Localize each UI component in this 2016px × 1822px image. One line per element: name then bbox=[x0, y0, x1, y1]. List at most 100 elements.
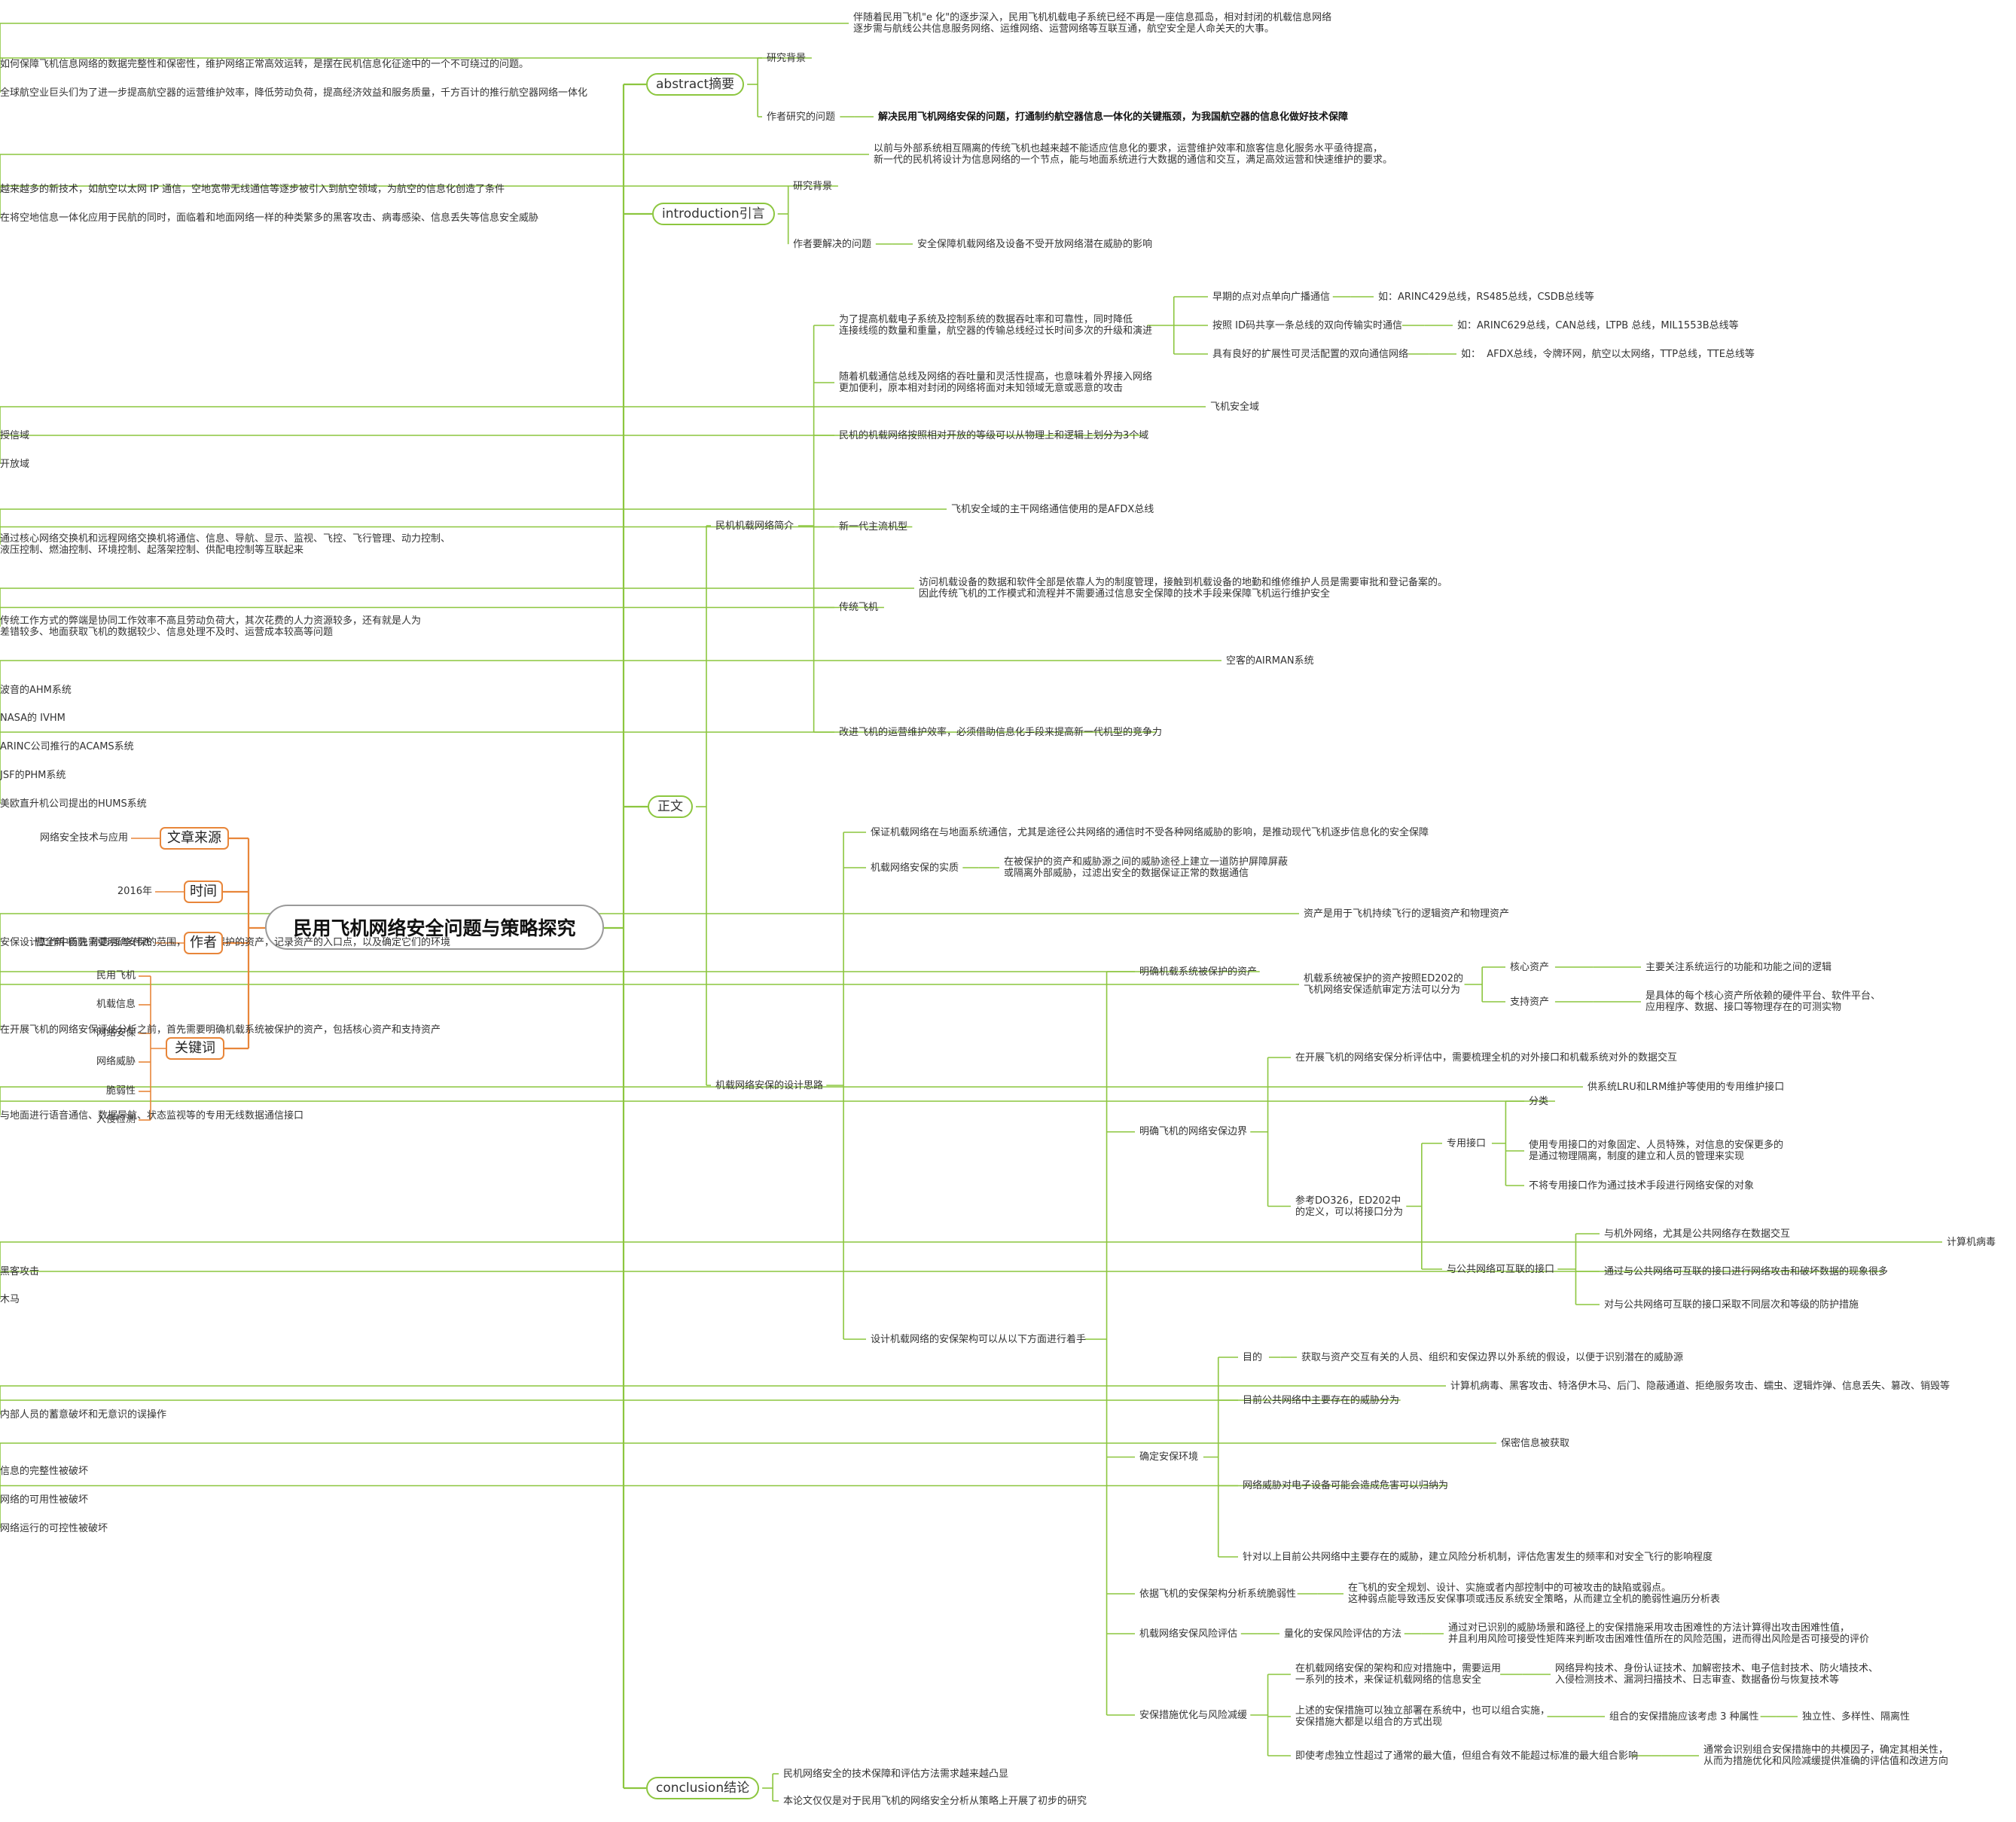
topic-node[interactable]: 针对以上目前公共网络中主要存在的威胁，建立风险分析机制，评估危害发生的频率和对安… bbox=[1243, 1551, 1713, 1563]
topic-node[interactable]: 越来越多的新技术，如航空以太网 IP 通信，空地宽带无线通信等逐步被引入到航空领… bbox=[0, 183, 505, 195]
topic-node[interactable]: 计算机病毒 bbox=[1947, 1236, 1996, 1248]
topic-node[interactable]: 研究背景 bbox=[793, 180, 833, 192]
topic-node[interactable]: 上述的安保措施可以独立部署在系统中，也可以组合实施， 安保措施大都是以组合的方式… bbox=[1295, 1705, 1551, 1728]
topic-node[interactable]: 作者研究的问题 bbox=[767, 111, 836, 123]
metadata-branch[interactable]: 时间 bbox=[184, 880, 223, 903]
topic-node[interactable]: 独立性、多样性、隔离性 bbox=[1802, 1711, 1911, 1723]
metadata-branch[interactable]: 文章来源 bbox=[160, 827, 229, 850]
topic-node[interactable]: 在开展飞机的网络安保评估分析之前，首先需要明确机载系统被保护的资产，包括核心资产… bbox=[0, 1024, 441, 1036]
topic-node[interactable]: 网络威胁对电子设备可能会造成危害可以归纳为 bbox=[1243, 1480, 1449, 1491]
topic-node[interactable]: 通常会识别组合安保措施中的共模因子，确定其相关性， 从而为措施优化和风险减缓提供… bbox=[1703, 1744, 1949, 1767]
topic-node[interactable]: 机载系统被保护的资产按照ED202的 飞机网络安保适航审定方法可以分为 bbox=[1304, 973, 1464, 996]
topic-node[interactable]: 空客的AIRMAN系统 bbox=[1226, 655, 1314, 667]
topic-node[interactable]: 网络的可用性被破坏 bbox=[0, 1494, 89, 1506]
main-branch[interactable]: introduction引言 bbox=[652, 203, 775, 225]
topic-node[interactable]: 按照 ID码共享一条总线的双向传输实时通信 bbox=[1212, 319, 1402, 331]
topic-node[interactable]: 与机外网络，尤其是公共网络存在数据交互 bbox=[1604, 1228, 1791, 1240]
topic-node[interactable]: 确定安保环境 bbox=[1139, 1451, 1199, 1463]
root-topic[interactable]: 民用飞机网络安全问题与策略探究 bbox=[265, 905, 604, 950]
topic-node[interactable]: 在被保护的资产和威胁源之间的威胁途径上建立一道防护屏障屏蔽 或隔离外部威胁，过滤… bbox=[1004, 856, 1289, 879]
main-branch[interactable]: 正文 bbox=[648, 795, 693, 818]
topic-node[interactable]: 民机的机载网络按照相对开放的等级可以从物理上和逻辑上划分为3个域 bbox=[839, 429, 1149, 441]
topic-node[interactable]: 如：ARINC429总线，RS485总线，CSDB总线等 bbox=[1378, 291, 1594, 303]
topic-node[interactable]: 通过对已识别的威胁场景和路径上的安保措施采用攻击困难性的方法计算得出攻击困难性值… bbox=[1448, 1622, 1870, 1645]
topic-node[interactable]: 木马 bbox=[0, 1293, 20, 1305]
topic-node[interactable]: 量化的安保风险评估的方法 bbox=[1284, 1628, 1402, 1640]
topic-node[interactable]: 支持资产 bbox=[1510, 996, 1550, 1008]
topic-node[interactable]: 参考DO326，ED202中 的定义，可以将接口分为 bbox=[1295, 1195, 1404, 1218]
topic-node[interactable]: 美欧直升机公司提出的HUMS系统 bbox=[0, 798, 147, 810]
topic-node[interactable]: 明确飞机的网络安保边界 bbox=[1139, 1126, 1248, 1138]
topic-node[interactable]: 与地面进行语音通信、数据导航、状态监视等的专用无线数据通信接口 bbox=[0, 1109, 304, 1122]
topic-node[interactable]: 安全保障机载网络及设备不受开放网络潜在威胁的影响 bbox=[917, 238, 1153, 250]
topic-node[interactable]: 如何保障飞机信息网络的数据完整性和保密性，维护网络正常高效运转，是摆在民机信息化… bbox=[0, 58, 529, 70]
topic-node[interactable]: 专用接口 bbox=[1447, 1137, 1487, 1149]
topic-node[interactable]: 具有良好的扩展性可灵活配置的双向通信网络 bbox=[1212, 348, 1409, 360]
topic-node[interactable]: 改进飞机的运营维护效率，必须借助信息化手段来提高新一代机型的竞争力 bbox=[839, 726, 1163, 738]
topic-node[interactable]: 即使考虑独立性超过了通常的最大值，但组合有效不能超过标准的最大组合影响 bbox=[1295, 1750, 1639, 1762]
main-branch[interactable]: conclusion结论 bbox=[646, 1777, 760, 1799]
topic-node[interactable]: 目前公共网络中主要存在的威胁分为 bbox=[1243, 1394, 1400, 1406]
topic-node[interactable]: 民机网络安全的技术保障和评估方法需求越来越凸显 bbox=[783, 1768, 1009, 1780]
topic-node[interactable]: 机载网络安保的设计思路 bbox=[715, 1079, 824, 1091]
topic-node[interactable]: 内部人员的蓄意破坏和无意识的误操作 bbox=[0, 1408, 167, 1421]
topic-node[interactable]: 研究背景 bbox=[767, 52, 807, 64]
topic-node[interactable]: 黑客攻击 bbox=[0, 1265, 40, 1277]
topic-node[interactable]: 机载网络安保风险评估 bbox=[1139, 1628, 1238, 1640]
topic-node[interactable]: 获取与资产交互有关的人员、组织和安保边界以外系统的假设，以便于识别潜在的威胁源 bbox=[1301, 1351, 1684, 1363]
topic-node[interactable]: 授信域 bbox=[0, 429, 30, 441]
topic-node[interactable]: 网络异构技术、身份认证技术、加解密技术、电子信封技术、防火墙技术、 入侵检测技术… bbox=[1555, 1663, 1879, 1686]
topic-node[interactable]: 随着机载通信总线及网络的吞吐量和灵活性提高，也意味着外界接入网络 更加便利，原本… bbox=[839, 371, 1153, 394]
topic-node[interactable]: 与公共网络可互联的接口 bbox=[1447, 1263, 1555, 1275]
topic-node[interactable]: 全球航空业巨头们为了进一步提高航空器的运营维护效率，降低劳动负荷，提高经济效益和… bbox=[0, 87, 588, 99]
topic-node[interactable]: 传统工作方式的弊端是协同工作效率不高且劳动负荷大，其次花费的人力资源较多，还有就… bbox=[0, 615, 422, 638]
topic-node[interactable]: 作者要解决的问题 bbox=[793, 238, 872, 250]
topic-node[interactable]: 组合的安保措施应该考虑 3 种属性 bbox=[1609, 1711, 1759, 1723]
topic-node[interactable]: 不将专用接口作为通过技术手段进行网络安保的对象 bbox=[1529, 1180, 1755, 1192]
topic-node[interactable]: 目的 bbox=[1243, 1351, 1263, 1363]
topic-node[interactable]: 核心资产 bbox=[1510, 961, 1550, 973]
topic-node[interactable]: 在飞机的安全规划、设计、实施或者内部控制中的可被攻击的缺陷或弱点。 这种弱点能导… bbox=[1348, 1582, 1721, 1605]
topic-node[interactable]: 网络运行的可控性被破坏 bbox=[0, 1522, 108, 1534]
topic-node[interactable]: 主要关注系统运行的功能和功能之间的逻辑 bbox=[1645, 961, 1832, 973]
topic-node[interactable]: 通过与公共网络可互联的接口进行网络攻击和破坏数据的现象很多 bbox=[1604, 1265, 1889, 1277]
topic-node[interactable]: 如： AFDX总线，令牌环网，航空以太网络，TTP总线，TTE总线等 bbox=[1461, 348, 1755, 360]
topic-node[interactable]: 开放域 bbox=[0, 458, 30, 470]
topic-node[interactable]: 保密信息被获取 bbox=[1501, 1437, 1570, 1449]
topic-node[interactable]: 安保措施优化与风险减缓 bbox=[1139, 1709, 1248, 1721]
topic-node[interactable]: 机载网络安保的实质 bbox=[871, 862, 959, 874]
topic-node[interactable]: 以前与外部系统相互隔离的传统飞机也越来越不能适应信息化的要求，运营维护效率和旅客… bbox=[874, 143, 1393, 166]
topic-node[interactable]: 依据飞机的安保架构分析系统脆弱性 bbox=[1139, 1588, 1297, 1600]
main-branch[interactable]: abstract摘要 bbox=[646, 73, 745, 96]
topic-node[interactable]: 在机载网络安保的架构和应对措施中，需要运用 一系列的技术，来保证机载网络的信息安… bbox=[1295, 1663, 1502, 1686]
topic-node[interactable]: 民机机载网络简介 bbox=[715, 520, 795, 532]
topic-node[interactable]: 本论文仅仅是对于民用飞机的网络安全分析从策略上开展了初步的研究 bbox=[783, 1795, 1087, 1807]
topic-node[interactable]: 访问机载设备的数据和软件全部是依靠人为的制度管理，接触到机载设备的地勤和维修维护… bbox=[919, 577, 1448, 600]
topic-node[interactable]: 伴随着民用飞机"e 化"的逐步深入，民用飞机机载电子系统已经不再是一座信息孤岛，… bbox=[853, 12, 1332, 35]
topic-node[interactable]: NASA的 IVHM bbox=[0, 712, 66, 724]
topic-node[interactable]: ARINC公司推行的ACAMS系统 bbox=[0, 740, 134, 752]
topic-node[interactable]: 对与公共网络可互联的接口采取不同层次和等级的防护措施 bbox=[1604, 1299, 1859, 1311]
topic-node[interactable]: 信息的完整性被破坏 bbox=[0, 1465, 89, 1477]
topic-node[interactable]: 飞机安全域的主干网络通信使用的是AFDX总线 bbox=[951, 503, 1154, 515]
topic-node[interactable]: 解决民用飞机网络安保的问题，打通制约航空器信息一体化的关键瓶颈，为我国航空器的信… bbox=[878, 111, 1349, 123]
metadata-branch[interactable]: 关键词 bbox=[166, 1037, 224, 1060]
topic-node[interactable]: 资产是用于飞机持续飞行的逻辑资产和物理资产 bbox=[1304, 908, 1510, 920]
topic-node[interactable]: JSF的PHM系统 bbox=[0, 769, 66, 781]
topic-node[interactable]: 在开展飞机的网络安保分析评估中，需要梳理全机的对外接口和机载系统对外的数据交互 bbox=[1295, 1051, 1678, 1064]
topic-node[interactable]: 为了提高机载电子系统及控制系统的数据吞吐率和可靠性，同时降低 连接线缆的数量和重… bbox=[839, 314, 1153, 337]
topic-node[interactable]: 设计机载网络的安保架构可以从以下方面进行着手 bbox=[871, 1333, 1087, 1345]
topic-node[interactable]: 如：ARINC629总线，CAN总线，LTPB 总线，MIL1553B总线等 bbox=[1457, 319, 1739, 331]
topic-node[interactable]: 波音的AHM系统 bbox=[0, 684, 72, 696]
topic-node[interactable]: 供系统LRU和LRM维护等使用的专用维护接口 bbox=[1587, 1081, 1785, 1093]
topic-node[interactable]: 早期的点对点单向广播通信 bbox=[1212, 291, 1331, 303]
topic-node[interactable]: 通过核心网络交换机和远程网络交换机将通信、信息、导航、显示、监视、飞控、飞行管理… bbox=[0, 533, 451, 556]
topic-node[interactable]: 在将空地信息一体化应用于民航的同时，面临着和地面网络一样的种类繁多的黑客攻击、病… bbox=[0, 212, 539, 224]
topic-node[interactable]: 保证机载网络在与地面系统通信，尤其是途径公共网络的通信时不受各种网络威胁的影响，… bbox=[871, 826, 1429, 838]
topic-node[interactable]: 是具体的每个核心资产所依赖的硬件平台、软件平台、 应用程序、数据、接口等物理存在… bbox=[1645, 990, 1881, 1013]
topic-node[interactable]: 安保设计工作中首先需要明确安保的范围，识别被保护的资产，记录资产的入口点，以及确… bbox=[0, 936, 451, 948]
topic-node[interactable]: 使用专用接口的对象固定、人员特殊，对信息的安保更多的 是通过物理隔离，制度的建立… bbox=[1529, 1140, 1784, 1162]
topic-node[interactable]: 飞机安全域 bbox=[1210, 401, 1260, 413]
topic-node[interactable]: 传统飞机 bbox=[839, 602, 879, 613]
metadata-branch[interactable]: 作者 bbox=[184, 932, 223, 954]
